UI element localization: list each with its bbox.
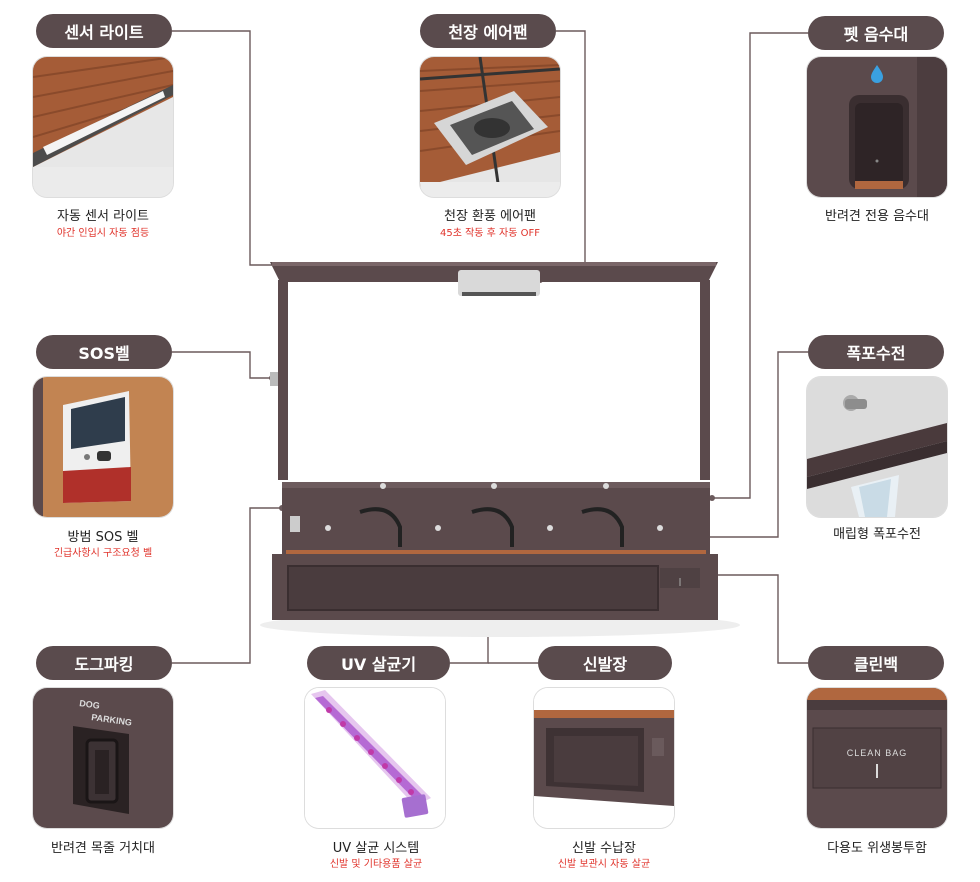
label-dog-parking: 도그파킹 [36, 646, 172, 680]
label-ceiling-fan: 천장 에어팬 [420, 14, 556, 48]
caption-sensor-light: 자동 센서 라이트 [57, 209, 149, 224]
label-shoe-cabinet: 신발장 [538, 646, 672, 680]
clean-bag-sign-text: CLEAN BAG [847, 748, 908, 758]
image-sensor-light [33, 57, 173, 197]
note-uv-sterilizer: 신발 및 기타용품 살균 [329, 859, 423, 870]
image-sos-bell [33, 377, 173, 517]
label-uv-sterilizer: UV 살균기 [307, 646, 450, 680]
caption-shoe-cabinet: 신발 수납장 [572, 841, 636, 856]
image-uv-sterilizer [305, 688, 445, 828]
image-waterfall-faucet [807, 377, 947, 517]
label-waterfall-faucet: 폭포수전 [808, 335, 944, 369]
caption-uv-sterilizer: UV 살균 시스템 [332, 841, 420, 856]
note-sos-bell: 긴급사항시 구조요청 벨 [53, 548, 153, 559]
note-sensor-light: 야간 인입시 자동 점등 [56, 228, 150, 239]
ceiling-fan-unit [458, 270, 540, 296]
caption-clean-bag: 다용도 위생봉투함 [827, 841, 927, 856]
image-shoe-cabinet [534, 688, 674, 828]
image-pet-fountain [807, 57, 947, 197]
caption-sos-bell: 방범 SOS 벨 [67, 530, 139, 545]
pet-station-illustration [260, 262, 740, 637]
label-sensor-light: 센서 라이트 [36, 14, 172, 48]
label-sos-bell: SOS벨 [36, 335, 172, 369]
dog-sign-text: DOG [79, 698, 101, 711]
caption-pet-fountain: 반려견 전용 음수대 [825, 209, 929, 224]
image-dog-parking: DOG PARKING [33, 688, 173, 828]
image-ceiling-fan [420, 57, 560, 197]
note-ceiling-fan: 45초 작동 후 자동 OFF [439, 228, 540, 239]
image-clean-bag: CLEAN BAG [807, 688, 947, 828]
caption-ceiling-fan: 천장 환풍 에어팬 [444, 209, 536, 224]
caption-waterfall-faucet: 매립형 폭포수전 [833, 527, 921, 542]
caption-dog-parking: 반려견 목줄 거치대 [51, 841, 155, 856]
label-clean-bag: 클린백 [808, 646, 944, 680]
label-pet-fountain: 펫 음수대 [808, 16, 944, 50]
note-shoe-cabinet: 신발 보관시 자동 살균 [557, 859, 651, 870]
